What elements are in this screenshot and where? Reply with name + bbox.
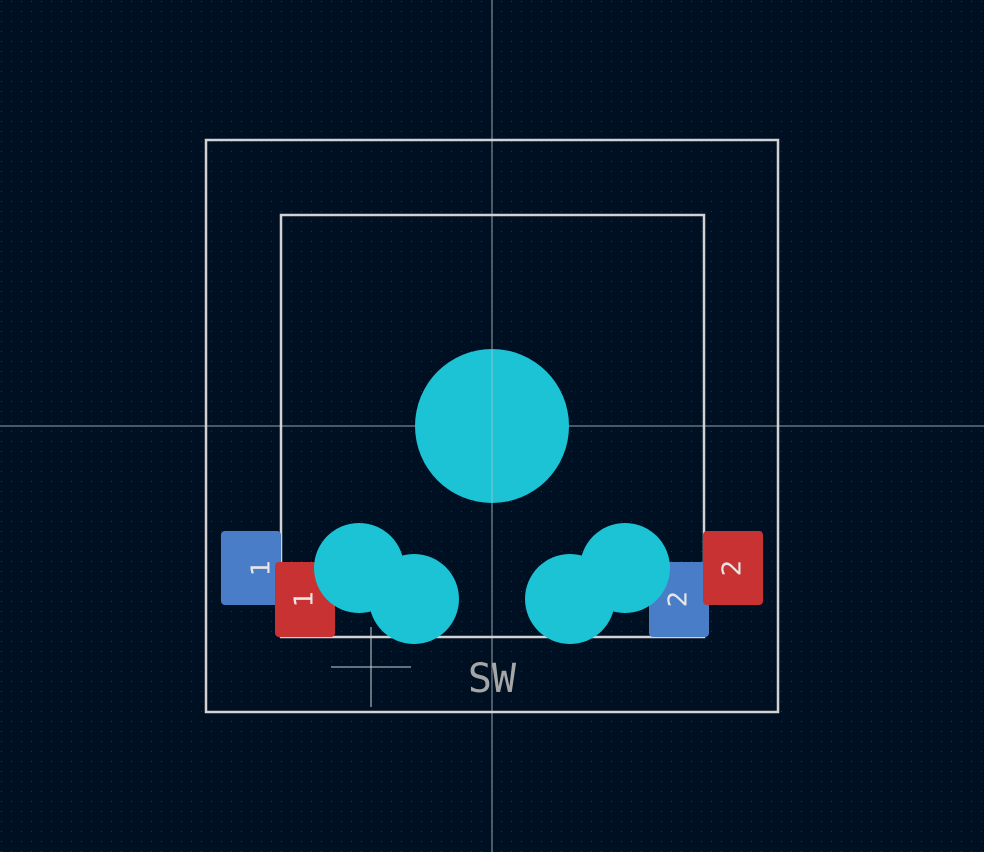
- pad-2-back-number: 2: [664, 591, 694, 608]
- right-hole-upper[interactable]: [580, 523, 670, 613]
- pad-2-front[interactable]: 2: [703, 531, 763, 605]
- left-hole-lower[interactable]: [369, 554, 459, 644]
- fab-outline[interactable]: [279, 213, 706, 639]
- pad-2-front-number: 2: [718, 560, 748, 577]
- anchor-crosshair-icon: [331, 627, 411, 707]
- pad-1-front-number: 1: [290, 591, 320, 608]
- pad-1-back-number: 1: [247, 560, 277, 577]
- reference-designator[interactable]: SW: [468, 656, 517, 702]
- courtyard-outline[interactable]: [204, 138, 780, 714]
- pad-1-back[interactable]: 1: [221, 531, 281, 605]
